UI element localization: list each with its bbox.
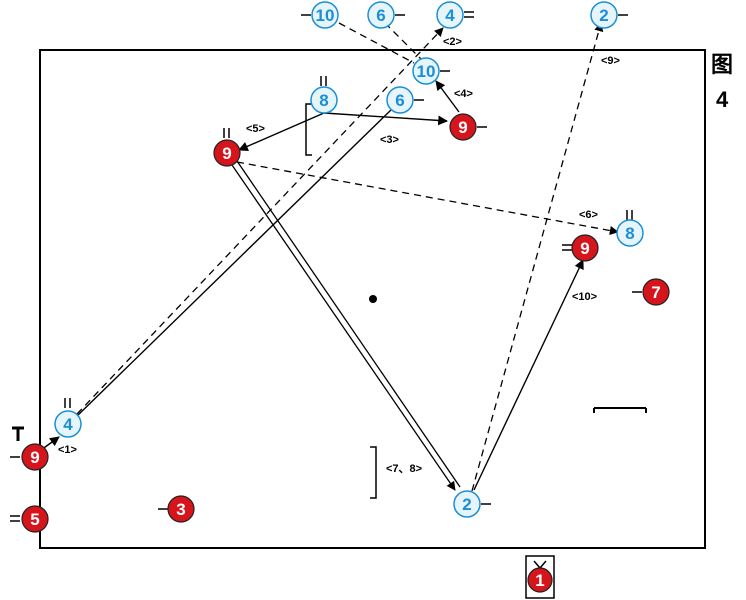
move-line (473, 259, 584, 491)
player-b8-right: 8 (616, 210, 644, 247)
center-spot (369, 295, 377, 303)
player-b4-top: 4 (436, 1, 474, 29)
player-number: 10 (417, 62, 436, 81)
step-label: <5> (246, 123, 265, 135)
player-r9-right: 9 (562, 234, 599, 262)
player-b10-top: 10 (301, 1, 339, 29)
player-number: 10 (316, 6, 335, 25)
bracket-mark (370, 446, 377, 499)
players: 10 6 4 2 10 8 (10, 1, 670, 593)
move-line (76, 27, 444, 415)
player-r9-upper-right: 9 (449, 113, 487, 141)
court-boundary (39, 49, 706, 549)
figure-label-char: 图 (711, 52, 733, 77)
player-b8-upper: 8 (310, 76, 338, 114)
player-b4-left: 4 (54, 398, 82, 438)
player-number: 9 (222, 144, 231, 163)
step-label: <10> (572, 291, 597, 303)
goalkeeper-box (525, 555, 555, 599)
player-r9-upper-left: 9 (213, 128, 241, 167)
move-line (323, 112, 448, 126)
movement-lines (40, 22, 619, 492)
player-number: 9 (580, 239, 589, 258)
step-label: <3> (380, 134, 399, 146)
player-r5: 5 (10, 505, 49, 533)
player-number: 1 (535, 571, 544, 590)
player-b6-upper: 6 (386, 86, 424, 114)
player-b10-mid: 10 (412, 57, 450, 85)
move-line (236, 161, 619, 235)
step-label: <9> (601, 55, 620, 67)
player-r3: 3 (158, 495, 195, 523)
step-label: <4> (454, 88, 473, 100)
player-r9-left: 9 (10, 426, 49, 471)
step-label: <1> (58, 444, 77, 456)
player-b6-top: 6 (367, 1, 405, 29)
move-line (338, 22, 415, 64)
player-b2-top: 2 (590, 1, 628, 29)
move-line (74, 107, 394, 419)
step-label: <7、8> (386, 463, 422, 475)
player-number: 6 (376, 6, 385, 25)
move-line (238, 112, 325, 151)
player-number: 6 (395, 91, 404, 110)
move-line (471, 22, 604, 492)
player-b2-bottom: 2 (453, 490, 491, 518)
player-number: 7 (651, 283, 660, 302)
player-number: 2 (599, 6, 608, 25)
move-line (384, 22, 423, 61)
player-r1-goalie: 1 (527, 560, 553, 593)
player-number: 9 (30, 448, 39, 467)
move-line (236, 160, 461, 488)
move-line (231, 164, 456, 491)
step-label: <2> (443, 36, 462, 48)
player-number: 9 (458, 118, 467, 137)
player-number: 4 (63, 415, 73, 434)
player-r7: 7 (632, 278, 670, 306)
player-number: 8 (319, 91, 328, 110)
player-number: 5 (30, 510, 39, 529)
player-number: 8 (625, 224, 634, 243)
player-number: 4 (445, 6, 455, 25)
player-number: 2 (462, 495, 471, 514)
player-number: 3 (176, 500, 185, 519)
figure-label-number: 4 (716, 87, 729, 112)
step-label: <6> (579, 209, 598, 221)
move-line (435, 80, 460, 113)
bracket-mark (305, 103, 312, 156)
